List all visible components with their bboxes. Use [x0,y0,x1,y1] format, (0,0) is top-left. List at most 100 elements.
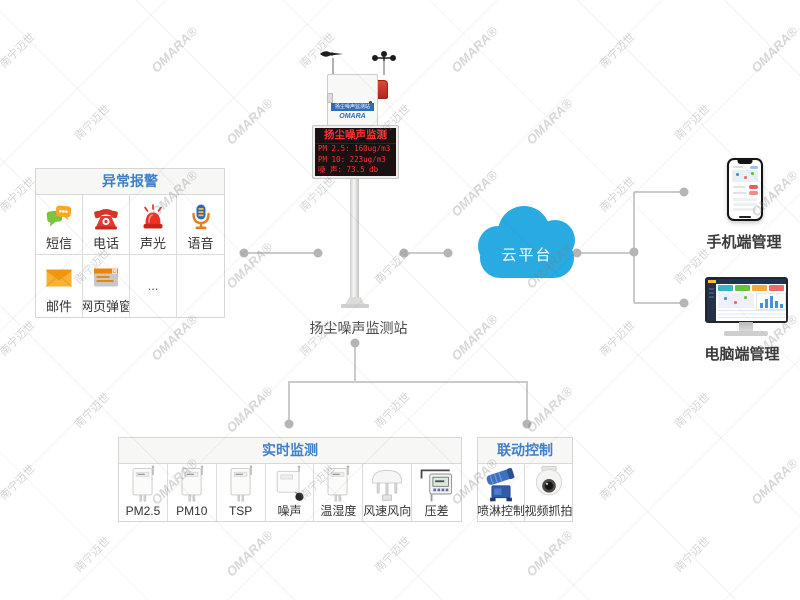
control-panel-grid: 喷淋控制视频抓拍 [478,464,572,522]
realtime-item-pm10: PM10 [168,464,217,522]
pm-sensor-icon [168,464,216,504]
watermark-brand-text: OMARA® [523,95,576,148]
watermark-brand-text: OMARA® [448,23,501,76]
connector-dot [679,298,689,308]
connector-line [526,381,528,424]
watermark-company-text: 南宁迈世 [0,462,38,503]
alarm-panel-grid: 短信电话声光语音邮件网页弹窗... [36,195,224,317]
connector-line [288,381,290,424]
watermark-company-text: 南宁迈世 [672,390,713,431]
realtime-item-label: PM2.5 [125,504,161,518]
watermark-company-text: 南宁迈世 [372,534,413,575]
station-pole [350,179,359,299]
watermark-brand-text: OMARA® [448,311,501,364]
phone-endpoint-label: 手机端管理 [706,234,782,251]
connector-dot [399,248,409,258]
connector-line [577,252,634,254]
led-line: PM 10: 223ug/m3 [318,154,386,164]
dashboard-sidebar [707,283,716,321]
cloud-label: 云平台 [501,247,553,264]
connector-dot [522,419,532,429]
connector-line [404,252,448,254]
alarm-item-label: 邮件 [45,299,72,314]
realtime-item-label: 噪声 [277,504,302,518]
sensor-post [383,61,385,75]
watermark-company-text: 南宁迈世 [672,102,713,143]
alarm-item-label [177,257,224,314]
led-line: PM 2.5: 160ug/m3 [318,144,391,153]
watermark-company-text: 南宁迈世 [72,390,113,431]
led-line: 噪 声: 73.5 db [318,165,379,174]
station-enclosure: 扬尘噪声监测站 OMARA [327,74,378,128]
connector-line [634,302,684,304]
led-title: 扬尘噪声监测 [315,128,396,144]
dashboard-bar-chart [756,293,786,310]
connector-dot [629,247,639,257]
monitor-base [724,331,768,336]
watermark-company-text: 南宁迈世 [597,174,638,215]
watermark-brand-text: OMARA® [148,23,201,76]
station-caption: 扬尘噪声监测站 [309,320,408,336]
sensor-post [332,58,334,75]
noise-sensor-icon [266,464,314,504]
connector-dot [313,248,323,258]
connector-dot [443,248,453,258]
phone-screen [729,160,761,219]
dashboard-map [718,293,754,308]
connector-line [634,191,684,193]
watermark-company-text: 南宁迈世 [0,318,38,359]
control-item-spray-control: 喷淋控制 [478,464,525,522]
pole-base-plate [341,304,369,308]
dashboard-topbar [707,279,786,284]
control-item-label: 视频抓拍 [525,504,572,518]
pm-sensor-icon [314,464,362,504]
phone-notch [737,160,753,164]
connector-dot [284,419,294,429]
realtime-item-wind: 风速风向 [363,464,413,522]
realtime-item-label: 压差 [424,504,449,518]
watermark-brand-text: OMARA® [223,95,276,148]
spray-cannon-icon [478,464,524,504]
alarm-item-label: 语音 [187,236,214,251]
watermark-company-text: 南宁迈世 [0,30,38,71]
watermark-company-text: 南宁迈世 [0,174,38,215]
pole-base-cone [345,297,365,305]
watermark-company-text: 南宁迈世 [372,390,413,431]
watermark-brand-text: OMARA® [748,455,800,508]
dashboard-table [718,310,785,320]
control-item-video-capture: 视频抓拍 [525,464,572,522]
siren-icon [130,197,176,236]
pressure-gauge-icon [412,464,461,504]
watermark-company-text: 南宁迈世 [597,462,638,503]
stat-card [752,285,767,291]
watermark-brand-text: OMARA® [223,383,276,436]
enclosure-port [369,101,372,104]
mail-icon [36,257,82,299]
enclosure-latch [327,93,333,103]
cloud-base [480,238,574,278]
wind-sensor-icon [363,464,411,504]
dome-camera-icon [525,464,572,504]
watermark-company-text: 南宁迈世 [597,30,638,71]
monitor-neck [739,322,753,332]
realtime-item-label: 温湿度 [320,504,357,518]
phone-map-widget [732,170,758,182]
watermark-brand-text: OMARA® [148,311,201,364]
monitor-mockup [705,277,788,323]
watermark-brand-text: OMARA® [223,527,276,580]
phone-mockup [727,158,763,221]
stat-card [735,285,750,291]
realtime-item-tsp: TSP [217,464,266,522]
control-item-label: 喷淋控制 [478,504,525,518]
alarm-item-label: 短信 [45,236,72,251]
enclosure-brand-logo: OMARA [339,113,366,120]
cloud-platform: 云平台 [478,204,576,278]
watermark-brand-text: OMARA® [223,0,275,4]
sms-icon [36,197,82,236]
alarm-item-label: ... [147,278,159,293]
stat-card [769,285,784,291]
watermark-brand-text: OMARA® [523,0,575,4]
